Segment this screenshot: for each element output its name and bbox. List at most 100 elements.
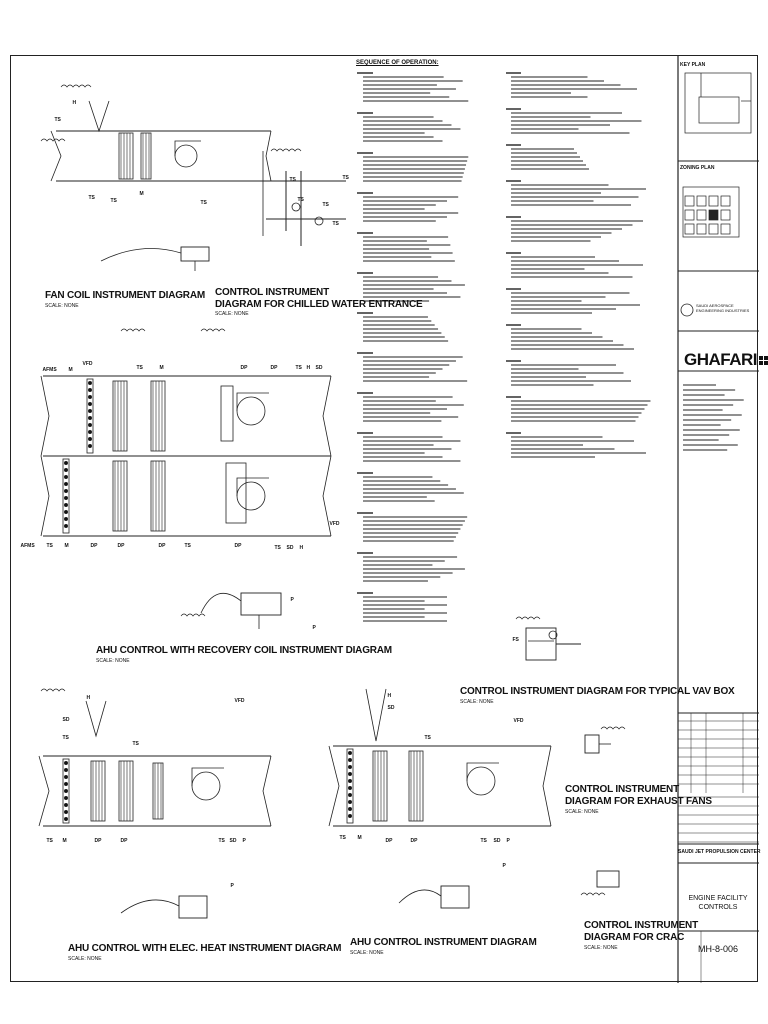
- vav-box: [525, 627, 557, 661]
- ts-tag-label: TS: [201, 200, 208, 206]
- ahue-filter-dot: [64, 789, 69, 794]
- ts-tag-label: TS: [323, 202, 330, 208]
- 14-tag-label: VFD: [235, 698, 245, 704]
- ahur-filter1-dot: [88, 380, 93, 385]
- ts-tag-label: TS: [275, 545, 282, 551]
- ts-tag-label: TS: [481, 838, 488, 844]
- ahu-coil2: [408, 750, 424, 822]
- fancoil-inlet-chevron: [50, 130, 62, 182]
- m-tag-label: M: [358, 835, 362, 841]
- ahue-filter-dot: [64, 810, 69, 815]
- ahur-filter1-dot: [88, 429, 93, 434]
- ahur-fan-icon: [236, 396, 266, 426]
- ahu-elec-scale: SCALE: NONE: [68, 956, 102, 962]
- fancoil-damper: [88, 100, 110, 133]
- ahur-section2: [225, 462, 247, 524]
- vav-actuator-icon: [548, 630, 558, 640]
- ahur-coil3: [112, 460, 128, 532]
- sd-tag-label: SD: [388, 705, 395, 711]
- sd-tag-label: SD: [316, 365, 323, 371]
- client-logo-icon: [680, 303, 694, 317]
- crac-scale: SCALE: NONE: [584, 945, 618, 951]
- ahur-filter2: [62, 458, 70, 534]
- 11-tag-label: DP: [411, 838, 419, 844]
- fancoil-label-squiggle2: [40, 138, 66, 142]
- h-tag-label: H: [300, 545, 304, 551]
- ahur-filter1-dot: [88, 422, 93, 427]
- sequence-title: SEQUENCE OF OPERATION:: [356, 60, 439, 66]
- fan-coil-scale: SCALE: NONE: [45, 303, 79, 309]
- fancoil-label-squiggle: [60, 84, 92, 88]
- ahur-filter2-dot: [64, 502, 69, 507]
- ahu-filter-dot: [347, 800, 352, 805]
- ahur-outlet-chevron: [322, 375, 332, 457]
- ahur-filter1-dot: [88, 443, 93, 448]
- ahur-coil4: [150, 460, 166, 532]
- ahur-section: [220, 385, 234, 442]
- ts-tag-label: TS: [219, 838, 226, 844]
- ahu-filter-dot: [347, 793, 352, 798]
- client-name: SAUDI AEROSPACE ENGINEERING INDUSTRIES: [696, 303, 750, 313]
- ahu-inlet-chevron: [328, 745, 340, 827]
- project-name: SAUDI JET PROPULSION CENTER: [678, 849, 761, 855]
- vav-label-squiggle: [515, 616, 541, 620]
- zoning-cell: [684, 209, 695, 221]
- sd-tag-label: SD: [287, 545, 294, 551]
- 11-tag-label: DP: [159, 543, 167, 549]
- vav-box-scale: SCALE: NONE: [460, 699, 494, 705]
- ahu-scale: SCALE: NONE: [350, 950, 384, 956]
- ahue-filter-dot: [64, 775, 69, 780]
- zoning-outline: [682, 186, 740, 238]
- 11-tag-label: DP: [121, 838, 129, 844]
- ts-tag-label: TS: [133, 741, 140, 747]
- ahur-filter2-dot: [64, 488, 69, 493]
- ahu-title: AHU CONTROL INSTRUMENT DIAGRAM: [350, 937, 537, 948]
- ahu-filter-dot: [347, 765, 352, 770]
- ahur-filter2-dot: [64, 460, 69, 465]
- ahur-filter2-dot: [64, 516, 69, 521]
- exhaust-label-squiggle: [600, 726, 626, 730]
- company-name: GHAFARI: [684, 350, 758, 369]
- 11-tag-label: DP: [95, 838, 103, 844]
- ahu-damper: [365, 688, 387, 742]
- ts-tag-label: TS: [298, 197, 305, 203]
- ahur-filter2-dot: [64, 467, 69, 472]
- ahur-filter2-dot: [64, 495, 69, 500]
- ahue-filter-dot: [64, 782, 69, 787]
- ts-tag-label: TS: [425, 735, 432, 741]
- cw-label-squiggle: [270, 148, 302, 152]
- ahur-filter1-dot: [88, 401, 93, 406]
- sd-tag-label: SD: [494, 838, 501, 844]
- ahue-coil2: [118, 760, 134, 822]
- ahur-fan2-icon-housing: [236, 477, 269, 496]
- cw-valve: [314, 216, 324, 226]
- ahue-label-squiggle: [40, 688, 66, 692]
- p-tag-label: P: [313, 625, 317, 631]
- fan-coil-title: FAN COIL INSTRUMENT DIAGRAM: [45, 290, 205, 301]
- ahur-filter1-dot: [88, 394, 93, 399]
- ahue-outlet-chevron: [262, 755, 272, 827]
- m-tag-label: M: [160, 365, 164, 371]
- ts-tag-label: TS: [290, 177, 297, 183]
- crac-unit: [596, 870, 620, 888]
- sd-tag-label: SD: [63, 717, 70, 723]
- zoning-cell: [720, 209, 731, 221]
- ahu-filter-dot: [347, 751, 352, 756]
- drawing-number: MH-8-006: [697, 944, 738, 954]
- drawing-title: ENGINE FACILITY CONTROLS: [688, 895, 748, 911]
- ahue-fan-icon-housing: [191, 767, 224, 786]
- exhaust-fans-scale: SCALE: NONE: [565, 809, 599, 815]
- 14-tag-label: VFD: [330, 521, 340, 527]
- ahu-coil1: [372, 750, 388, 822]
- ahur-filter1-dot: [88, 387, 93, 392]
- ahur-coil2: [150, 380, 166, 452]
- ts-tag-label: TS: [111, 198, 118, 204]
- ts-tag-label: TS: [340, 835, 347, 841]
- zoning-cell: [696, 209, 707, 221]
- keyplan-building: [698, 96, 740, 124]
- ts-tag-label: TS: [343, 175, 350, 181]
- 11-tag-label: DP: [235, 543, 243, 549]
- crac-title: CONTROL INSTRUMENT DIAGRAM FOR CRAC: [584, 920, 698, 943]
